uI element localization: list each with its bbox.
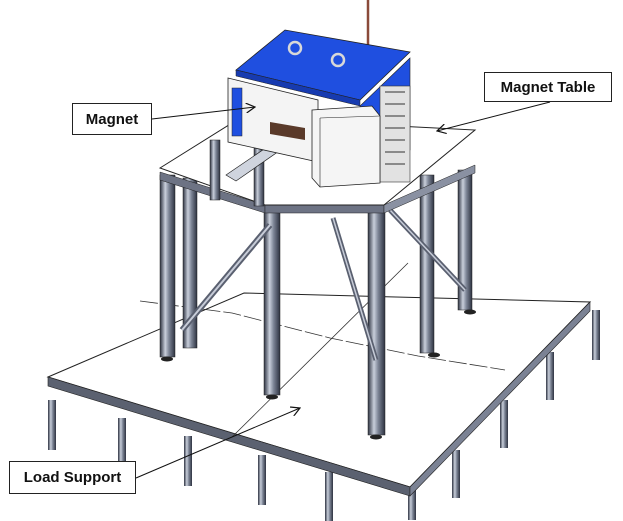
callout-magnet-table: Magnet Table — [484, 72, 612, 102]
platform-legs — [48, 310, 600, 521]
terminal-blocks — [379, 85, 411, 183]
eye-bolt-icon — [330, 52, 346, 68]
callout-label: Magnet — [85, 110, 139, 128]
eye-bolt-icon — [287, 40, 303, 56]
callout-magnet: Magnet — [72, 103, 152, 135]
callout-label: Load Support — [23, 469, 122, 486]
magnet — [227, 0, 411, 188]
callout-load-support: Load Support — [9, 461, 136, 494]
load-support-leader-line — [135, 408, 300, 479]
magnet-leader-line — [151, 107, 255, 120]
enclosure-box — [311, 105, 381, 188]
magnet-table-leader-line — [437, 101, 551, 131]
callout-label: Magnet Table — [500, 78, 596, 96]
